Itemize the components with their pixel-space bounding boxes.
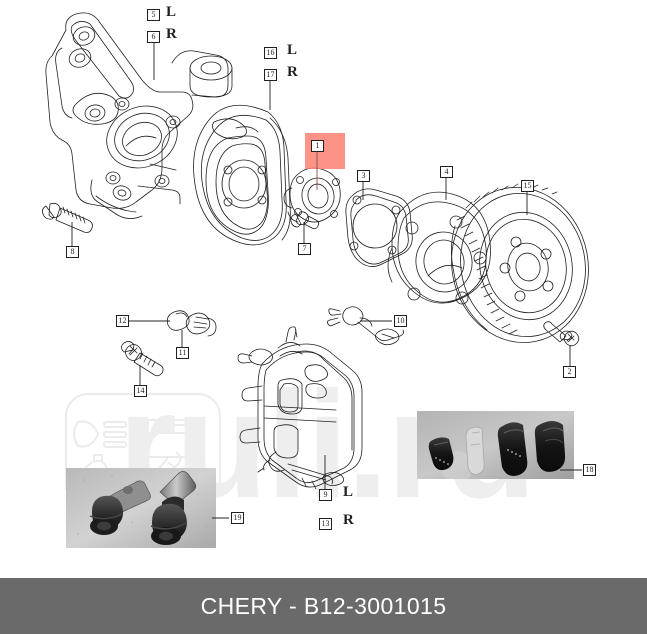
callout-caliper-guide-bolt[interactable]: 14 (134, 385, 147, 397)
callout-brake-pad-set[interactable]: 18 (583, 464, 596, 476)
part-disc-screw (543, 321, 580, 347)
side-marker-l-5: L (166, 4, 177, 20)
part-wheel-hub (387, 191, 491, 305)
side-marker-r-13: R (343, 512, 354, 528)
callout-brake-caliper-left[interactable]: 9 (319, 489, 332, 501)
ball-joint-photo (66, 468, 216, 548)
part-steering-knuckle (45, 12, 233, 219)
part-splash-shield (193, 104, 291, 246)
part-shield-bolt (290, 211, 320, 230)
callout-disc-retaining-screw[interactable]: 2 (563, 366, 576, 378)
part-wear-sensor (326, 306, 404, 346)
callout-shield-bolt-small[interactable]: 7 (298, 243, 311, 255)
footer-bar: CHERY - B12-3001015 (0, 578, 647, 634)
part-dust-cap (166, 310, 190, 331)
callout-steering-knuckle-left[interactable]: 5 (147, 9, 160, 21)
side-marker-l-9: L (343, 484, 354, 500)
callout-knuckle-bolt[interactable]: 8 (66, 246, 79, 258)
side-marker-r-17: R (287, 64, 298, 80)
part-brake-caliper (237, 326, 363, 490)
part-knuckle-bolt (42, 202, 93, 233)
callout-brake-pad-wear-sensor[interactable]: 10 (394, 315, 407, 327)
exploded-parts-drawing (42, 12, 589, 490)
part-grease-nut (185, 312, 217, 337)
brake-pad-photo (417, 411, 574, 479)
callout-wheel-hub[interactable]: 4 (440, 166, 453, 178)
side-marker-r-6: R (166, 26, 177, 42)
callout-ball-joint-set[interactable]: 19 (231, 512, 244, 524)
callout-brake-splash-shield-left[interactable]: 16 (264, 47, 277, 59)
callout-wheel-bearing-hub-flange[interactable]: 1 (311, 140, 324, 152)
callout-steering-knuckle-right[interactable]: 6 (147, 31, 160, 43)
callout-brake-splash-shield-right[interactable]: 17 (264, 69, 277, 81)
callout-brake-disc-vented[interactable]: 15 (521, 180, 534, 192)
callout-brake-caliper-right[interactable]: 13 (319, 518, 332, 530)
part-bearing-retainer (345, 188, 413, 267)
callout-grease-cap-nut[interactable]: 11 (176, 347, 189, 359)
part-guide-bolt (121, 341, 164, 377)
callout-bearing-dust-cap[interactable]: 12 (116, 315, 129, 327)
callout-hub-bearing-gasket-plate[interactable]: 3 (357, 170, 370, 182)
side-marker-l-16: L (287, 42, 298, 58)
part-brake-disc (451, 183, 589, 343)
part-hub-flange (283, 167, 341, 223)
part-number-title: CHERY - B12-3001015 (200, 592, 447, 619)
